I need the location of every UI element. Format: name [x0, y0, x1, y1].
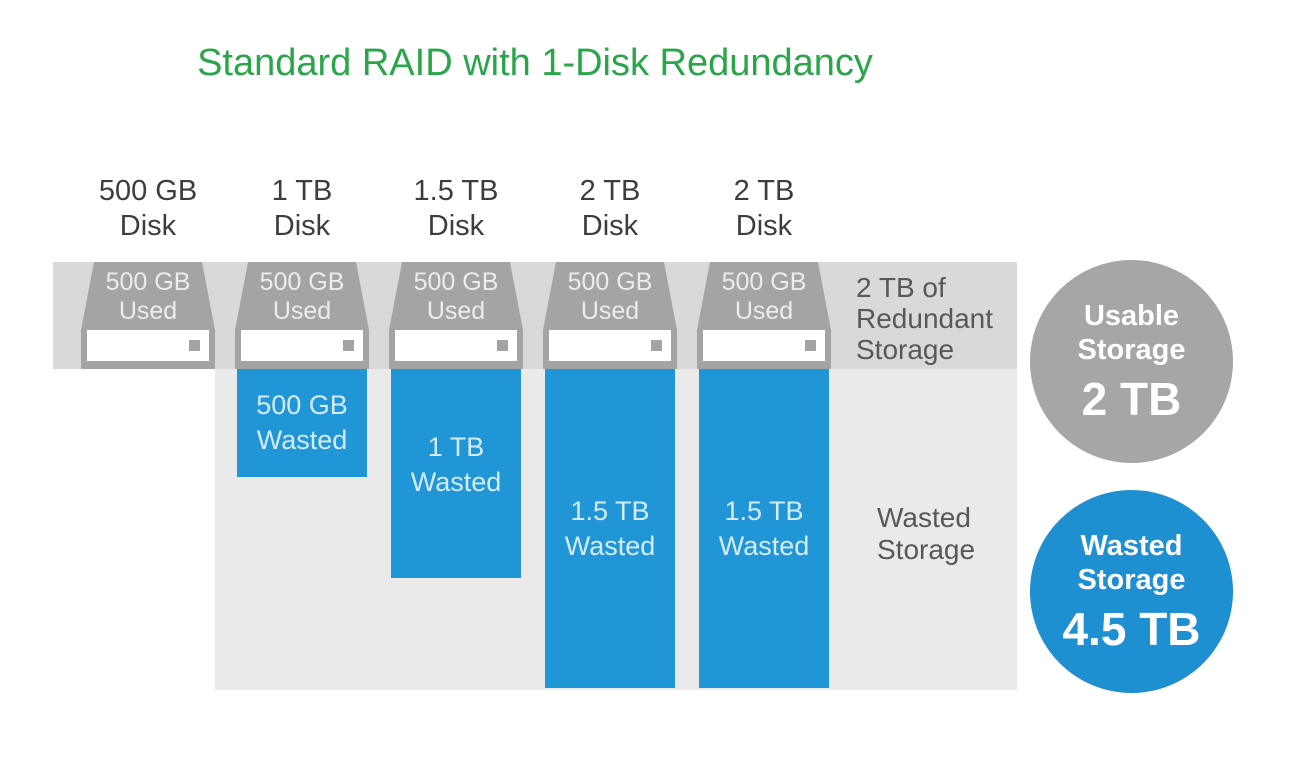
- wasted-word: Wasted: [718, 530, 810, 561]
- wasted-word: Wasted: [410, 466, 502, 497]
- wasted-block-2: 1 TB Wasted: [391, 369, 521, 578]
- annotation-line: 2 TB of: [856, 272, 946, 303]
- disk-led-square-icon: [343, 340, 354, 351]
- disk-word: Disk: [119, 210, 177, 242]
- wasted-storage-annotation: Wasted Storage: [877, 502, 975, 566]
- wasted-amount: 500 GB: [256, 390, 348, 420]
- disk-word: Disk: [273, 210, 331, 242]
- circle-label: Usable: [1083, 300, 1180, 332]
- disk-led-square-icon: [651, 340, 662, 351]
- disk-slot: [87, 330, 209, 361]
- disk-icon-3: 500 GB Used: [389, 262, 523, 369]
- disk-size-label-5: 2 TB Disk: [687, 174, 841, 244]
- used-amount: 500 GB: [105, 268, 191, 296]
- used-amount: 500 GB: [721, 268, 807, 296]
- wasted-amount: 1.5 TB: [570, 495, 650, 526]
- wasted-storage-circle: Wasted Storage 4.5 TB: [1030, 490, 1233, 693]
- circle-label: Storage: [1077, 334, 1186, 366]
- disk-size: 2 TB: [579, 175, 641, 207]
- disk-size: 500 GB: [98, 175, 198, 207]
- wasted-block-4: 1.5 TB Wasted: [699, 369, 829, 688]
- annotation-line: Storage: [877, 534, 976, 565]
- used-word: Used: [118, 297, 178, 325]
- disk-size-label-1: 500 GB Disk: [71, 174, 225, 244]
- disk-led-square-icon: [497, 340, 508, 351]
- used-amount: 500 GB: [567, 268, 653, 296]
- usable-storage-circle: Usable Storage 2 TB: [1030, 260, 1233, 463]
- disk-size-label-2: 1 TB Disk: [225, 174, 379, 244]
- used-word: Used: [580, 297, 640, 325]
- circle-label: Wasted: [1080, 530, 1183, 562]
- disk-icon-1: 500 GB Used: [81, 262, 215, 369]
- disk-led-square-icon: [805, 340, 816, 351]
- used-word: Used: [426, 297, 486, 325]
- diagram-title: Standard RAID with 1-Disk Redundancy: [197, 42, 873, 84]
- used-word: Used: [272, 297, 332, 325]
- disk-word: Disk: [581, 210, 639, 242]
- circle-label: Storage: [1077, 564, 1186, 596]
- wasted-word: Wasted: [256, 425, 348, 455]
- used-amount: 500 GB: [259, 268, 345, 296]
- wasted-block-3: 1.5 TB Wasted: [545, 369, 675, 688]
- annotation-line: Redundant: [856, 303, 994, 334]
- disk-size: 2 TB: [733, 175, 795, 207]
- used-amount: 500 GB: [413, 268, 499, 296]
- disk-size: 1 TB: [271, 175, 333, 207]
- disk-used-label: 500 GB Used: [235, 268, 369, 326]
- disk-icon-4: 500 GB Used: [543, 262, 677, 369]
- wasted-amount: 1 TB: [427, 431, 485, 462]
- usable-storage-value: 2 TB: [1081, 373, 1182, 425]
- wasted-word: Wasted: [564, 530, 656, 561]
- disk-icon-5: 500 GB Used: [697, 262, 831, 369]
- annotation-line: Wasted: [877, 502, 971, 533]
- disk-size: 1.5 TB: [413, 175, 499, 207]
- disk-led-square-icon: [189, 340, 200, 351]
- wasted-amount: 1.5 TB: [724, 495, 804, 526]
- disk-used-label: 500 GB Used: [389, 268, 523, 326]
- redundant-storage-annotation: 2 TB of Redundant Storage: [856, 272, 993, 365]
- disk-size-label-4: 2 TB Disk: [533, 174, 687, 244]
- disk-slot: [395, 330, 517, 361]
- disk-icon-2: 500 GB Used: [235, 262, 369, 369]
- disk-slot: [549, 330, 671, 361]
- used-word: Used: [734, 297, 794, 325]
- wasted-storage-value: 4.5 TB: [1062, 603, 1201, 655]
- disk-used-label: 500 GB Used: [543, 268, 677, 326]
- disk-used-label: 500 GB Used: [81, 268, 215, 326]
- disk-slot: [703, 330, 825, 361]
- annotation-line: Storage: [856, 334, 955, 365]
- disk-word: Disk: [735, 210, 793, 242]
- disk-used-label: 500 GB Used: [697, 268, 831, 326]
- wasted-block-1: 500 GB Wasted: [237, 369, 367, 477]
- disk-slot: [241, 330, 363, 361]
- disk-word: Disk: [427, 210, 485, 242]
- disk-size-label-3: 1.5 TB Disk: [379, 174, 533, 244]
